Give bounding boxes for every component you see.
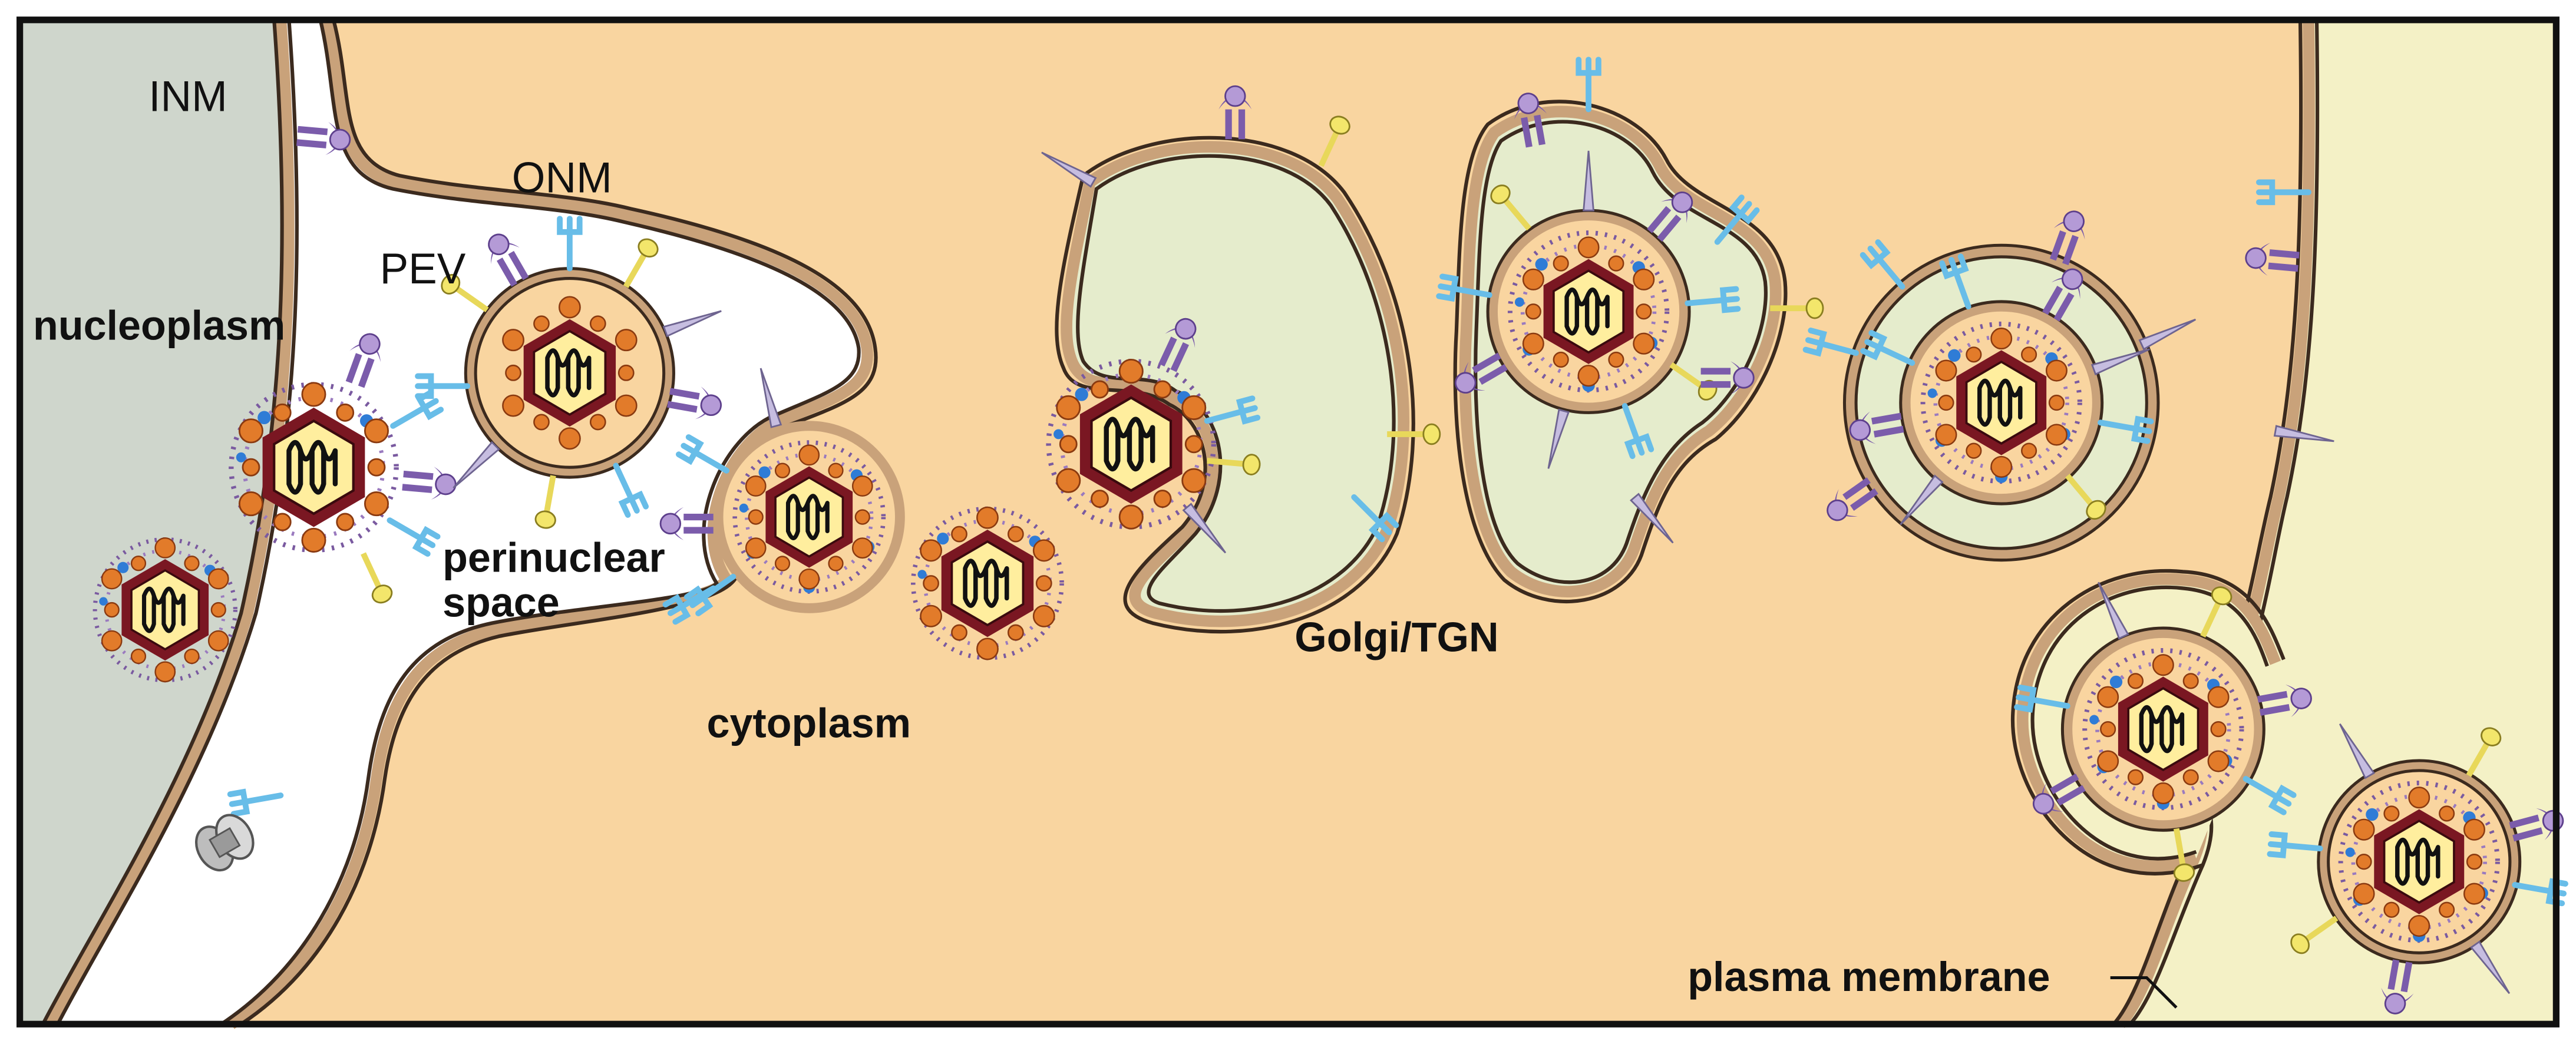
nuclear-pore-icon	[195, 814, 255, 872]
virion-icon	[1806, 205, 2199, 562]
label-inm: INM	[148, 72, 227, 120]
virion-icon	[1439, 150, 1738, 471]
label-pev: PEV	[380, 245, 466, 293]
nucleoplasm-region	[19, 19, 289, 1025]
perinuclear-space	[49, 19, 868, 1025]
figure-frame	[16, 16, 2560, 1028]
label-nucleoplasm: nucleoplasm	[33, 302, 285, 348]
label-space: space	[442, 579, 560, 625]
plasma-membrane-pointer	[2110, 976, 2178, 1009]
virion-icon	[2270, 721, 2567, 1017]
label-cytoplasm: cytoplasm	[706, 700, 911, 746]
label-perinuclear: perinuclear	[442, 534, 665, 580]
label-plasma-membrane: plasma membrane	[1687, 953, 2050, 1000]
label-golgi: Golgi/TGN	[1294, 613, 1498, 660]
virion-icon	[418, 219, 725, 530]
label-onm: ONM	[512, 154, 612, 201]
golgi-cisterna-1	[1061, 141, 1409, 627]
virion-icon	[659, 366, 905, 613]
virion-icon	[2017, 579, 2315, 883]
